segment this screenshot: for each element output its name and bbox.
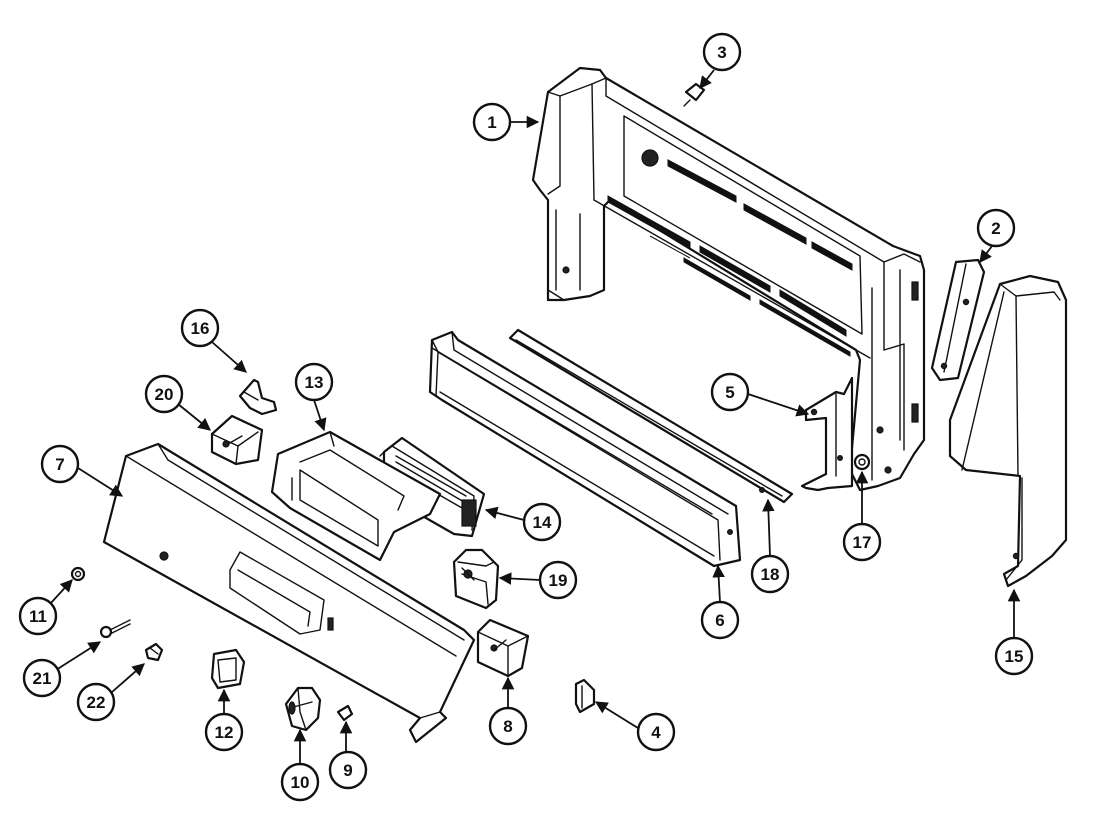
svg-text:14: 14 xyxy=(533,513,552,532)
part-8-switch-box xyxy=(476,618,530,678)
svg-text:9: 9 xyxy=(343,761,352,780)
callout-16: 16 xyxy=(180,308,247,373)
part-17-grommet xyxy=(853,453,871,471)
svg-text:7: 7 xyxy=(55,455,64,474)
svg-text:20: 20 xyxy=(155,385,174,404)
svg-text:5: 5 xyxy=(725,383,734,402)
part-2-side-trim xyxy=(930,258,986,382)
part-12-indicator-light xyxy=(210,648,246,690)
part-4-clip xyxy=(574,678,596,714)
part-10-knob xyxy=(284,686,322,732)
part-18-strip xyxy=(508,328,794,504)
part-16-clip xyxy=(238,378,278,416)
svg-text:13: 13 xyxy=(305,373,324,392)
callout-2: 2 xyxy=(976,208,1016,264)
part-21-pin xyxy=(99,619,131,639)
svg-text:12: 12 xyxy=(215,723,234,742)
svg-text:2: 2 xyxy=(991,219,1000,238)
callout-15: 15 xyxy=(994,588,1034,676)
callout-7: 7 xyxy=(40,444,124,497)
svg-text:16: 16 xyxy=(191,319,210,338)
svg-text:1: 1 xyxy=(487,113,496,132)
part-7-control-panel xyxy=(102,442,476,744)
callout-12: 12 xyxy=(204,688,244,752)
callout-11: 11 xyxy=(18,579,73,636)
part-9-cap xyxy=(336,704,354,722)
svg-text:22: 22 xyxy=(87,693,106,712)
callout-1: 1 xyxy=(472,102,540,142)
svg-text:17: 17 xyxy=(853,533,872,552)
part-13-overlay xyxy=(270,430,442,562)
svg-text:15: 15 xyxy=(1005,647,1024,666)
part-15-end-cap xyxy=(948,274,1068,588)
callout-18: 18 xyxy=(750,498,790,594)
callouts: 1 2 3 4 5 6 xyxy=(18,32,1034,802)
part-22-spring xyxy=(144,642,164,662)
part-5-bracket xyxy=(800,376,854,492)
callout-3: 3 xyxy=(699,32,742,89)
callout-19: 19 xyxy=(498,560,578,600)
callout-4: 4 xyxy=(594,701,676,752)
callout-22: 22 xyxy=(76,663,145,722)
svg-text:4: 4 xyxy=(651,723,661,742)
svg-text:10: 10 xyxy=(291,773,310,792)
callout-5: 5 xyxy=(710,372,810,417)
svg-text:19: 19 xyxy=(549,571,568,590)
callout-10: 10 xyxy=(280,728,320,802)
callout-14: 14 xyxy=(484,502,562,542)
callout-6: 6 xyxy=(700,564,740,640)
part-1-rear-frame xyxy=(531,66,926,492)
svg-text:6: 6 xyxy=(715,611,724,630)
svg-text:8: 8 xyxy=(503,717,512,736)
part-20-switch-box xyxy=(210,414,264,466)
svg-text:21: 21 xyxy=(33,669,52,688)
part-6-channel xyxy=(428,330,742,568)
callout-20: 20 xyxy=(144,374,211,431)
svg-text:3: 3 xyxy=(717,43,726,62)
callout-8: 8 xyxy=(488,676,528,746)
callout-17: 17 xyxy=(842,470,882,562)
callout-13: 13 xyxy=(294,362,334,432)
svg-text:18: 18 xyxy=(761,565,780,584)
callout-21: 21 xyxy=(22,641,102,698)
part-11-nut xyxy=(70,566,86,582)
part-19-switch xyxy=(452,548,500,610)
svg-text:11: 11 xyxy=(29,607,47,626)
callout-9: 9 xyxy=(328,720,368,790)
